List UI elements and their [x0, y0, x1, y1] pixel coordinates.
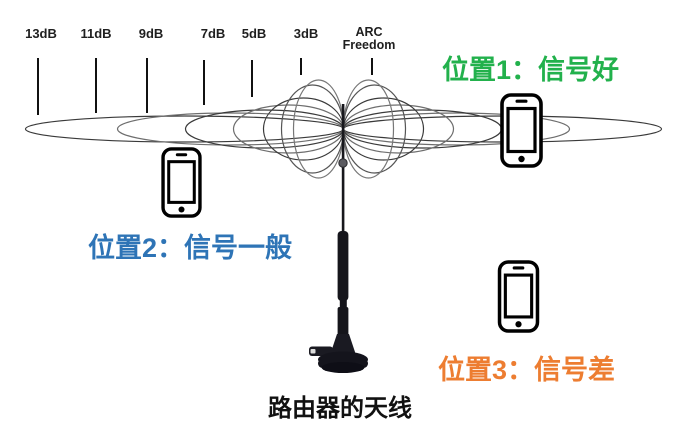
antenna-whip-rod [341, 104, 345, 234]
position-3-label: 位置3：信号差 [438, 355, 616, 385]
lobe-ellipse [292, 79, 345, 179]
position-2-label: 位置2：信号一般 [88, 233, 293, 263]
antenna-base-bottom [321, 362, 365, 373]
phone-speaker [175, 153, 188, 157]
lobe-ellipse [24, 115, 345, 143]
antenna-joint [339, 299, 347, 309]
gain-label-9db: 9dB [138, 26, 164, 41]
phone-icon-position-1 [500, 93, 543, 168]
lobe-ellipse [342, 79, 395, 179]
phone-position-2 [160, 147, 203, 223]
lobe-ellipse [232, 104, 345, 154]
phone-screen [167, 160, 196, 204]
lobe-ellipse [342, 109, 503, 149]
gain-label-7db: 7dB [200, 26, 226, 41]
phone-icon-position-2 [161, 147, 202, 218]
phone-position-3 [497, 260, 540, 338]
phone-home-button [518, 155, 525, 163]
gain-label-11db: 11dB [80, 26, 112, 41]
phone-position-1 [500, 93, 543, 173]
antenna-nub-tip [310, 349, 316, 354]
phone-home-button [178, 206, 185, 213]
lobe-ellipse [184, 109, 345, 149]
lobe-ellipse [342, 97, 425, 161]
phone-screen [503, 273, 534, 319]
router-antenna [309, 104, 368, 373]
position-1-label: 位置1：信号好 [442, 55, 620, 85]
gain-label-arc-freedom: ARC Freedom [343, 26, 396, 52]
gain-label-3db: 3dB [293, 26, 319, 41]
phone-screen [506, 106, 537, 154]
arc-label-line1: ARC [355, 25, 383, 39]
phone-home-button [515, 321, 522, 328]
lobe-ellipse [342, 104, 455, 154]
gain-ticks [37, 58, 373, 115]
phone-speaker [512, 266, 525, 270]
gain-label-5db: 5dB [241, 26, 267, 41]
gain-label-13db: 13dB [25, 26, 57, 41]
lobe-ellipse [262, 97, 345, 161]
phone-icon-position-3 [497, 260, 540, 333]
diagram-caption: 路由器的天线 [268, 395, 412, 422]
lobe-ellipse [116, 112, 345, 146]
antenna-upper-tube [337, 231, 349, 301]
arc-label-line2: Freedom [342, 38, 396, 52]
phone-speaker [515, 99, 528, 103]
antenna-bead [338, 158, 348, 168]
